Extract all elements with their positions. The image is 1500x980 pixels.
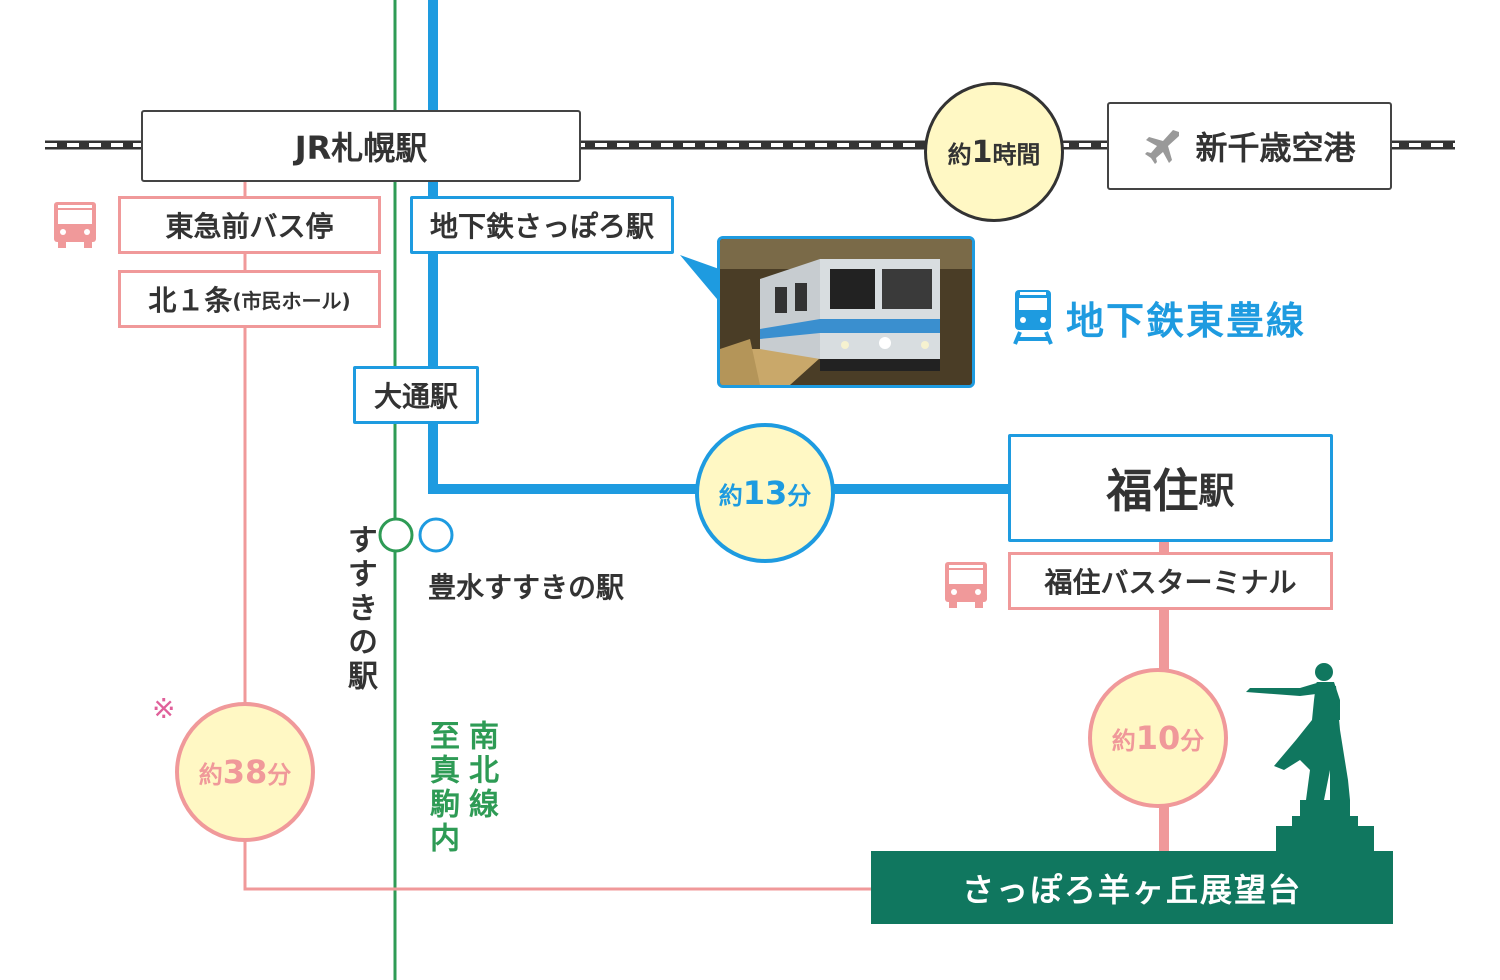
tokyu-bus-stop[interactable]: 東急前バス停 — [118, 196, 381, 254]
airplane-icon — [1145, 130, 1180, 164]
hosui-susukino-station-label[interactable]: 豊水すすきの駅 — [428, 571, 625, 604]
new-chitose-airport[interactable]: 新千歳空港 — [1107, 102, 1392, 190]
airport-label: 新千歳空港 — [1195, 129, 1356, 167]
destination-observation-hill[interactable]: さっぽろ羊ヶ丘展望台 — [871, 851, 1393, 924]
hosui-susukino-marker — [418, 517, 454, 553]
subway-sapporo-station[interactable]: 地下鉄さっぽろ駅 — [410, 196, 674, 254]
bus-icon — [945, 562, 987, 608]
to-makomanai-label: 至真駒内 — [424, 720, 459, 856]
destination-label: さっぽろ羊ヶ丘展望台 — [961, 870, 1302, 909]
namboku-line-label: 南北線 — [463, 720, 498, 822]
tokyu-bus-stop-label: 東急前バス停 — [165, 210, 334, 243]
kita1jo-bus-stop[interactable]: 北１条(市民ホール) — [118, 270, 381, 328]
jr-sapporo-label: JR札幌駅 — [294, 129, 428, 167]
bus-icon — [54, 202, 96, 248]
subway-train-photo — [717, 236, 975, 388]
toho-line-label: 地下鉄東豊線 — [1066, 298, 1307, 343]
jr-sapporo-station[interactable]: JR札幌駅 — [141, 110, 581, 182]
odori-label: 大通駅 — [373, 380, 458, 413]
odori-station[interactable]: 大通駅 — [353, 366, 479, 424]
susukino-station-label[interactable]: すすきの駅 — [342, 524, 377, 694]
train-icon — [1013, 290, 1053, 345]
note-mark: ※ — [152, 692, 176, 725]
fukuzumi-station[interactable]: 福住駅 — [1008, 434, 1333, 542]
subway-sapporo-label: 地下鉄さっぽろ駅 — [429, 210, 654, 243]
train-illustration — [720, 239, 972, 385]
statue-icon — [1246, 663, 1374, 855]
fukuzumi-bus-terminal-label: 福住バスターミナル — [1044, 566, 1297, 599]
toho-line-legend: 地下鉄東豊線 — [1012, 287, 1306, 347]
photo-callout-pointer — [680, 255, 722, 305]
susukino-marker — [378, 517, 414, 553]
bus-route-long — [243, 180, 880, 891]
fukuzumi-bus-terminal[interactable]: 福住バスターミナル — [1008, 552, 1333, 610]
